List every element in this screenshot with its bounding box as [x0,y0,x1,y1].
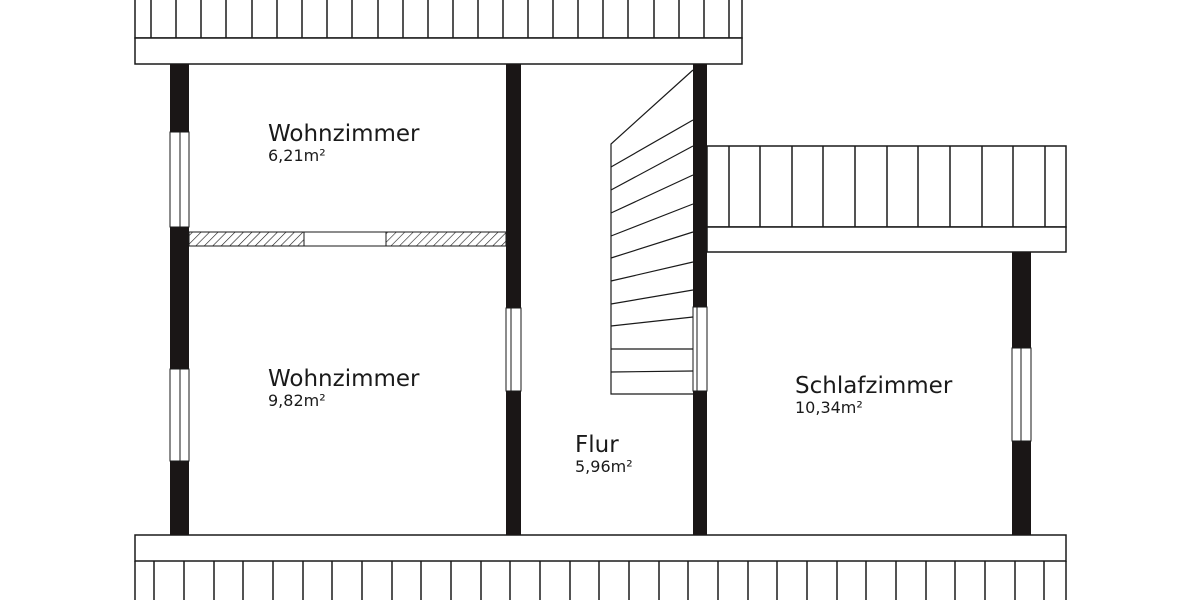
room-wohnzimmer-2: Wohnzimmer 9,82m² [268,366,420,410]
room-name: Schlafzimmer [795,373,953,399]
top-balcony [134,0,743,65]
room-name: Flur [575,432,619,458]
right-balcony [706,145,1067,253]
staircase-icon [610,69,694,395]
room-area: 6,21m² [268,146,326,165]
room-area: 5,96m² [575,457,633,476]
room-schlafzimmer: Schlafzimmer 10,34m² [795,373,952,417]
windows [169,131,1032,462]
bottom-balcony [134,534,1067,600]
room-flur: Flur 5,96m² [575,432,633,476]
room-name: Wohnzimmer [268,121,420,147]
partition-wall [188,231,507,247]
walls [170,64,1031,535]
room-wohnzimmer-1: Wohnzimmer 6,21m² [268,121,420,165]
room-area: 10,34m² [795,398,863,417]
room-name: Wohnzimmer [268,366,420,392]
room-area: 9,82m² [268,391,326,410]
